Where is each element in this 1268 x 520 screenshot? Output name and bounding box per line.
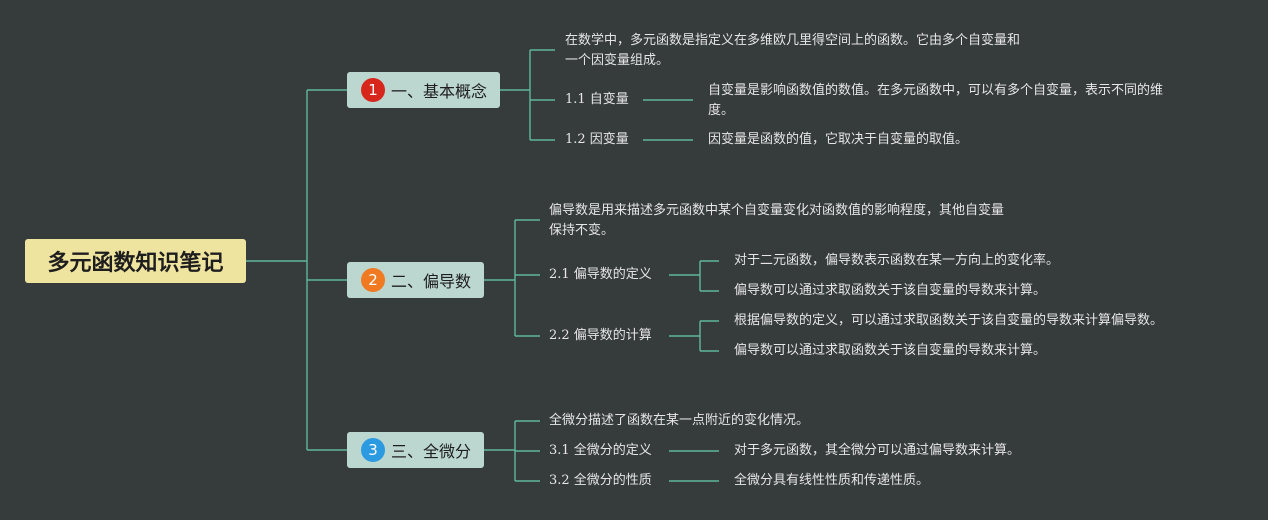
number-two-icon: 2: [361, 268, 385, 292]
sub-node-3-2[interactable]: 3.2 全微分的性质: [549, 473, 652, 488]
branch-node-total-differential[interactable]: 3 三、全微分: [347, 432, 484, 468]
intro-text: 偏导数是用来描述多元函数中某个自变量变化对函数值的影响程度，其他自变量 保持不变…: [549, 203, 1005, 238]
detail-text: 全微分具有线性性质和传递性质。: [734, 473, 930, 488]
sub-node-3-1[interactable]: 3.1 全微分的定义: [549, 443, 652, 458]
detail-text: 偏导数可以通过求取函数关于该自变量的导数来计算。: [734, 283, 1047, 298]
detail-text: 偏导数可以通过求取函数关于该自变量的导数来计算。: [734, 343, 1047, 358]
detail-text: 对于二元函数，偏导数表示函数在某一方向上的变化率。: [734, 253, 1060, 268]
sub-node-2-2[interactable]: 2.2 偏导数的计算: [549, 328, 652, 343]
sub-node-1-2[interactable]: 1.2 因变量: [565, 132, 629, 147]
detail-text: 因变量是函数的值，它取决于自变量的取值。: [708, 132, 969, 147]
sub-node-2-1[interactable]: 2.1 偏导数的定义: [549, 267, 652, 282]
branch-node-partial-derivative[interactable]: 2 二、偏导数: [347, 262, 484, 298]
root-node[interactable]: 多元函数知识笔记: [25, 239, 246, 283]
intro-text: 全微分描述了函数在某一点附近的变化情况。: [549, 413, 810, 428]
branch-label: 一、基本概念: [391, 82, 488, 101]
branch-label: 二、偏导数: [391, 272, 472, 291]
branch-label: 三、全微分: [391, 442, 472, 461]
detail-text: 根据偏导数的定义，可以通过求取函数关于该自变量的导数来计算偏导数。: [734, 313, 1164, 328]
number-three-icon: 3: [361, 438, 385, 462]
detail-text: 自变量是影响函数值的数值。在多元函数中，可以有多个自变量，表示不同的维 度。: [708, 83, 1164, 118]
branch-node-basic-concepts[interactable]: 1 一、基本概念: [347, 72, 500, 108]
root-title: 多元函数知识笔记: [47, 251, 224, 276]
sub-node-1-1[interactable]: 1.1 自变量: [565, 92, 629, 107]
intro-text: 在数学中，多元函数是指定义在多维欧几里得空间上的函数。它由多个自变量和 一个因变…: [565, 33, 1021, 68]
number-one-icon: 1: [361, 78, 385, 102]
detail-text: 对于多元函数，其全微分可以通过偏导数来计算。: [734, 443, 1021, 458]
